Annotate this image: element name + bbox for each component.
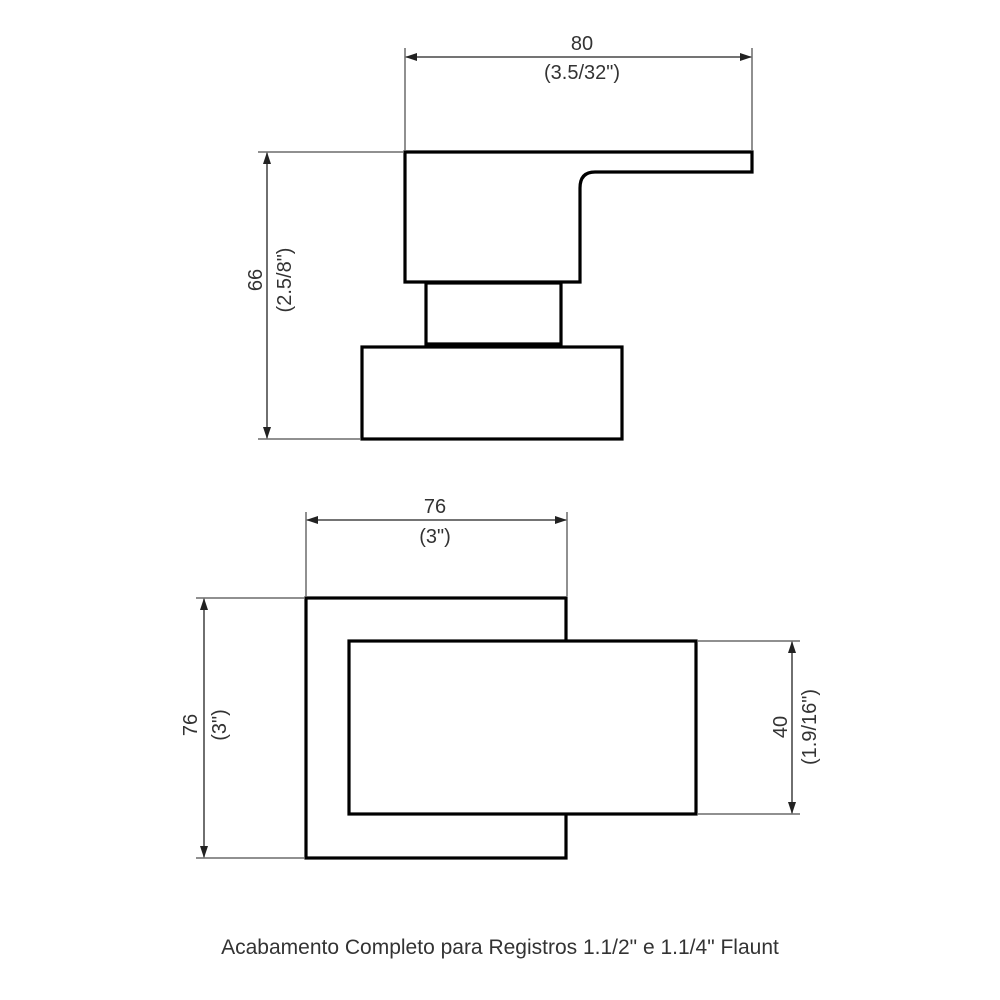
top-lever-value: 40 xyxy=(770,716,792,738)
top-height-inch: (3") xyxy=(209,709,231,741)
top-view: 76 (3") 76 (3") 40 (1.9/16") xyxy=(180,496,821,860)
side-height-inch: (2.5/8") xyxy=(274,248,296,313)
side-width-inch: (3.5/32") xyxy=(544,62,620,84)
top-height-value: 76 xyxy=(180,714,202,736)
side-width-value: 80 xyxy=(571,33,593,55)
side-height-value: 66 xyxy=(245,269,267,291)
side-lever-outline xyxy=(403,150,754,284)
side-base xyxy=(360,345,624,441)
top-lever-inch: (1.9/16") xyxy=(799,689,821,765)
top-width-value: 76 xyxy=(424,496,446,518)
top-width-inch: (3") xyxy=(419,526,451,548)
side-stem xyxy=(424,281,563,347)
side-view: 80 (3.5/32") 66 (2.5/8") xyxy=(245,33,754,441)
drawing-caption: Acabamento Completo para Registros 1.1/2… xyxy=(221,936,779,959)
top-lever-rect xyxy=(347,639,698,816)
